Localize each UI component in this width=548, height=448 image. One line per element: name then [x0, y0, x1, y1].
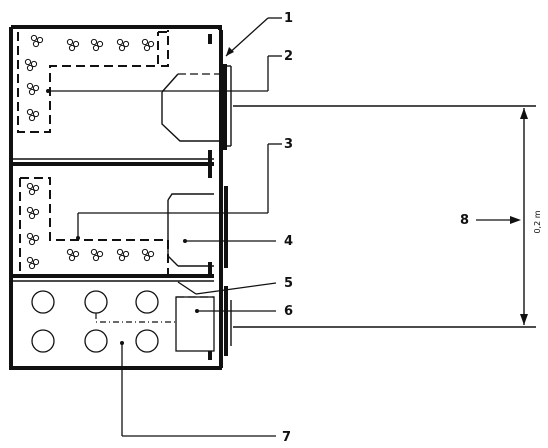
- label-3: 3: [284, 137, 293, 152]
- label-2: 2: [284, 49, 293, 64]
- door-plates: [223, 64, 232, 356]
- label-5: 5: [284, 276, 293, 291]
- label-4: 4: [284, 234, 293, 249]
- dimension-lines: [233, 105, 536, 328]
- label-7: 7: [282, 430, 291, 445]
- cabinet-outline: [9, 25, 223, 370]
- label-8: 8: [460, 213, 469, 228]
- middle-seeds: [26, 182, 155, 270]
- scale-text: 0,2 m: [533, 210, 542, 233]
- bottom-tray: [31, 290, 215, 353]
- shelf-dividers: [11, 34, 214, 360]
- upper-seed-tray: [17, 30, 220, 142]
- upper-seeds: [24, 34, 155, 122]
- label-1: 1: [284, 11, 293, 26]
- middle-seed-tray: [19, 177, 214, 276]
- label-6: 6: [284, 304, 293, 319]
